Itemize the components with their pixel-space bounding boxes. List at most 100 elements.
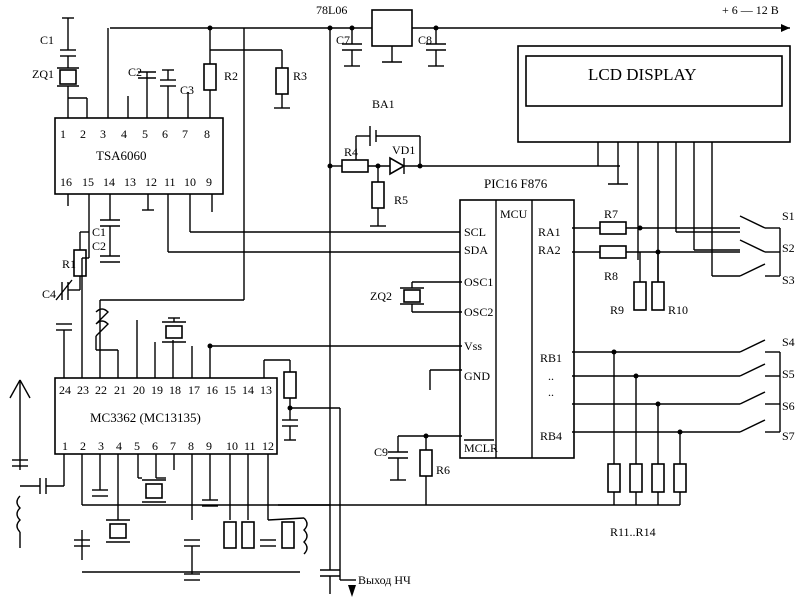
tsa6060-chip: TSA6060 1 2 3 4 5 6 7 8 16 15 14 13 12 1…	[32, 17, 462, 301]
r2-label: R2	[224, 69, 238, 83]
mcu-pin-rb1: RB1	[540, 351, 562, 365]
r8-label: R8	[604, 269, 618, 283]
c8-label: C8	[418, 33, 432, 47]
tsa-pin-label: 9	[206, 175, 212, 189]
output-label: Выход НЧ	[358, 573, 411, 587]
mc-pin-label: 3	[98, 439, 104, 453]
mcu-pin-gnd: GND	[464, 369, 490, 383]
r3-label: R3	[293, 69, 307, 83]
tsa-pin-label: 1	[60, 127, 66, 141]
lcd-display: LCD DISPLAY	[517, 45, 791, 282]
tsa-pin-label: 10	[184, 175, 196, 189]
r11-r14-label: R11..R14	[610, 525, 656, 539]
battery-diode-section: R4 VD1 R5 BA1	[327, 97, 620, 227]
power-section: 78L06 + 6 — 12 В C7 C8	[110, 3, 790, 505]
mcu-pin-mclr: MCLR	[464, 441, 498, 455]
tsa-pin-label: 12	[145, 175, 157, 189]
r7-label: R7	[604, 207, 618, 221]
tsa-pin-label: 14	[103, 175, 115, 189]
mcu-pin-osc1: OSC1	[464, 275, 493, 289]
c2-label-mid: C2	[92, 239, 106, 253]
s4-label: S4	[782, 335, 795, 349]
s2-label: S2	[782, 241, 795, 255]
mc-pin-label: 7	[170, 439, 176, 453]
c3-label: C3	[180, 83, 194, 97]
mcu-pin-ra1: RA1	[538, 225, 561, 239]
lcd-label: LCD DISPLAY	[588, 65, 696, 84]
r4-label: R4	[344, 145, 358, 159]
r5-label: R5	[394, 193, 408, 207]
ba1-label: BA1	[372, 97, 395, 111]
c7-label: C7	[336, 33, 350, 47]
mcu-name: PIC16 F876	[484, 176, 548, 191]
mc-pin-label: 12	[262, 439, 274, 453]
tsa-pin-label: 4	[121, 127, 127, 141]
tsa-pin-label: 8	[204, 127, 210, 141]
mc-pin-label: 17	[188, 383, 200, 397]
mcu-pin-scl: SCL	[464, 225, 486, 239]
s1-label: S1	[782, 209, 795, 223]
tsa-pin-label: 11	[164, 175, 176, 189]
mc-pin-label: 13	[260, 383, 272, 397]
mc-pin-label: 18	[169, 383, 181, 397]
tsa-pin-label: 7	[182, 127, 188, 141]
tsa-pin-label: 16	[60, 175, 72, 189]
mcu-pin-osc2: OSC2	[464, 305, 493, 319]
regulator-label: 78L06	[316, 3, 347, 17]
mc-pin-label: 4	[116, 439, 122, 453]
s6-label: S6	[782, 399, 795, 413]
c1-label-top: C1	[40, 33, 54, 47]
mcu-pin-sda: SDA	[464, 243, 488, 257]
ra-switch-section: R7 R8 R9 R10 S1 S2 S3	[572, 207, 795, 317]
tsa-pin-label: 13	[124, 175, 136, 189]
mc-pin-label: 6	[152, 439, 158, 453]
mcu-pin-dots: ..	[548, 385, 554, 399]
mc-pin-label: 14	[242, 383, 254, 397]
r9-label: R9	[610, 303, 624, 317]
supply-voltage-label: + 6 — 12 В	[722, 3, 779, 17]
s7-label: S7	[782, 429, 795, 443]
mc-pin-label: 15	[224, 383, 236, 397]
mc3362-chip: MC3362 (MC13135) 24 23 22 21 20 19 18 17…	[9, 28, 411, 597]
mc-pin-label: 9	[206, 439, 212, 453]
mc-pin-label: 21	[114, 383, 126, 397]
mc-pin-label: 20	[133, 383, 145, 397]
mcu-core-label: MCU	[500, 207, 528, 221]
mc-pin-label: 16	[206, 383, 218, 397]
mcu-pin-ra2: RA2	[538, 243, 561, 257]
vd1-label: VD1	[392, 143, 415, 157]
r1-label: R1	[62, 257, 76, 271]
s3-label: S3	[782, 273, 795, 287]
tsa-pin-label: 3	[100, 127, 106, 141]
c2-label-top: C2	[128, 65, 142, 79]
pic16f876-chip: PIC16 F876 MCU SCL SDA OSC1 OSC2 Vss GND…	[207, 176, 575, 505]
mc-pin-label: 10	[226, 439, 238, 453]
mc-pin-label: 19	[151, 383, 163, 397]
mc-name: MC3362 (MC13135)	[90, 410, 201, 425]
mcu-pin-rb4: RB4	[540, 429, 562, 443]
mc-pin-label: 23	[77, 383, 89, 397]
c1-label-mid: C1	[92, 225, 106, 239]
tsa-name: TSA6060	[96, 148, 147, 163]
r10-label: R10	[668, 303, 688, 317]
s5-label: S5	[782, 367, 795, 381]
mcu-pin-dots: ..	[548, 369, 554, 383]
mc-pin-label: 11	[244, 439, 256, 453]
zq2-label: ZQ2	[370, 289, 392, 303]
rb-switch-section: S4 S5 S6 S7 R11..R14	[278, 335, 795, 539]
tsa-pin-label: 2	[80, 127, 86, 141]
zq1-label: ZQ1	[32, 67, 54, 81]
mc-pin-label: 2	[80, 439, 86, 453]
mc-pin-label: 24	[59, 383, 71, 397]
mcu-pin-vss: Vss	[464, 339, 482, 353]
mc-pin-label: 1	[62, 439, 68, 453]
tsa-pin-label: 15	[82, 175, 94, 189]
c9-label: C9	[374, 445, 388, 459]
tsa-pin-label: 6	[162, 127, 168, 141]
mc-pin-label: 22	[95, 383, 107, 397]
regulator-78l06	[371, 9, 413, 47]
mc-pin-label: 8	[188, 439, 194, 453]
c4-label: C4	[42, 287, 56, 301]
r6-label: R6	[436, 463, 450, 477]
